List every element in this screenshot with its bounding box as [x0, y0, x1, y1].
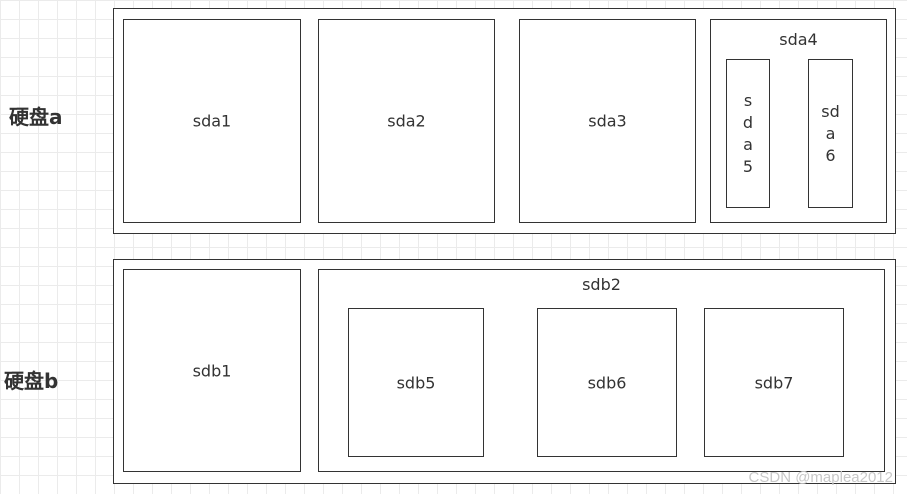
csdn-watermark: CSDN @maplea2012	[748, 469, 893, 486]
partition-sda3: sda3	[519, 19, 696, 223]
partition-sda3-label: sda3	[588, 111, 627, 131]
partition-sdb6-label: sdb6	[587, 373, 627, 392]
partition-sda6: sda6	[808, 59, 853, 208]
partition-sdb7-label: sdb7	[754, 373, 794, 392]
partition-sda2-label: sda2	[387, 111, 426, 131]
partition-sdb5-label: sdb5	[396, 373, 436, 392]
partition-sdb2-label: sdb2	[582, 275, 621, 294]
disk-b-label: 硬盘b	[4, 369, 59, 393]
partition-sdb6: sdb6	[537, 308, 677, 457]
partition-sda6-label: sda6	[821, 101, 840, 165]
partition-sdb1-label: sdb1	[192, 361, 232, 380]
partition-sda2: sda2	[318, 19, 495, 223]
partition-sdb1: sdb1	[123, 269, 301, 472]
partition-sda4-label: sda4	[779, 30, 818, 49]
disk-a-label: 硬盘a	[9, 105, 63, 129]
partition-sdb7: sdb7	[704, 308, 844, 457]
partition-sda5-label: sda5	[742, 90, 754, 176]
partition-sda1-label: sda1	[192, 111, 232, 131]
partition-sda5: sda5	[726, 59, 770, 208]
partition-sda1: sda1	[123, 19, 301, 223]
partition-sdb5: sdb5	[348, 308, 484, 457]
